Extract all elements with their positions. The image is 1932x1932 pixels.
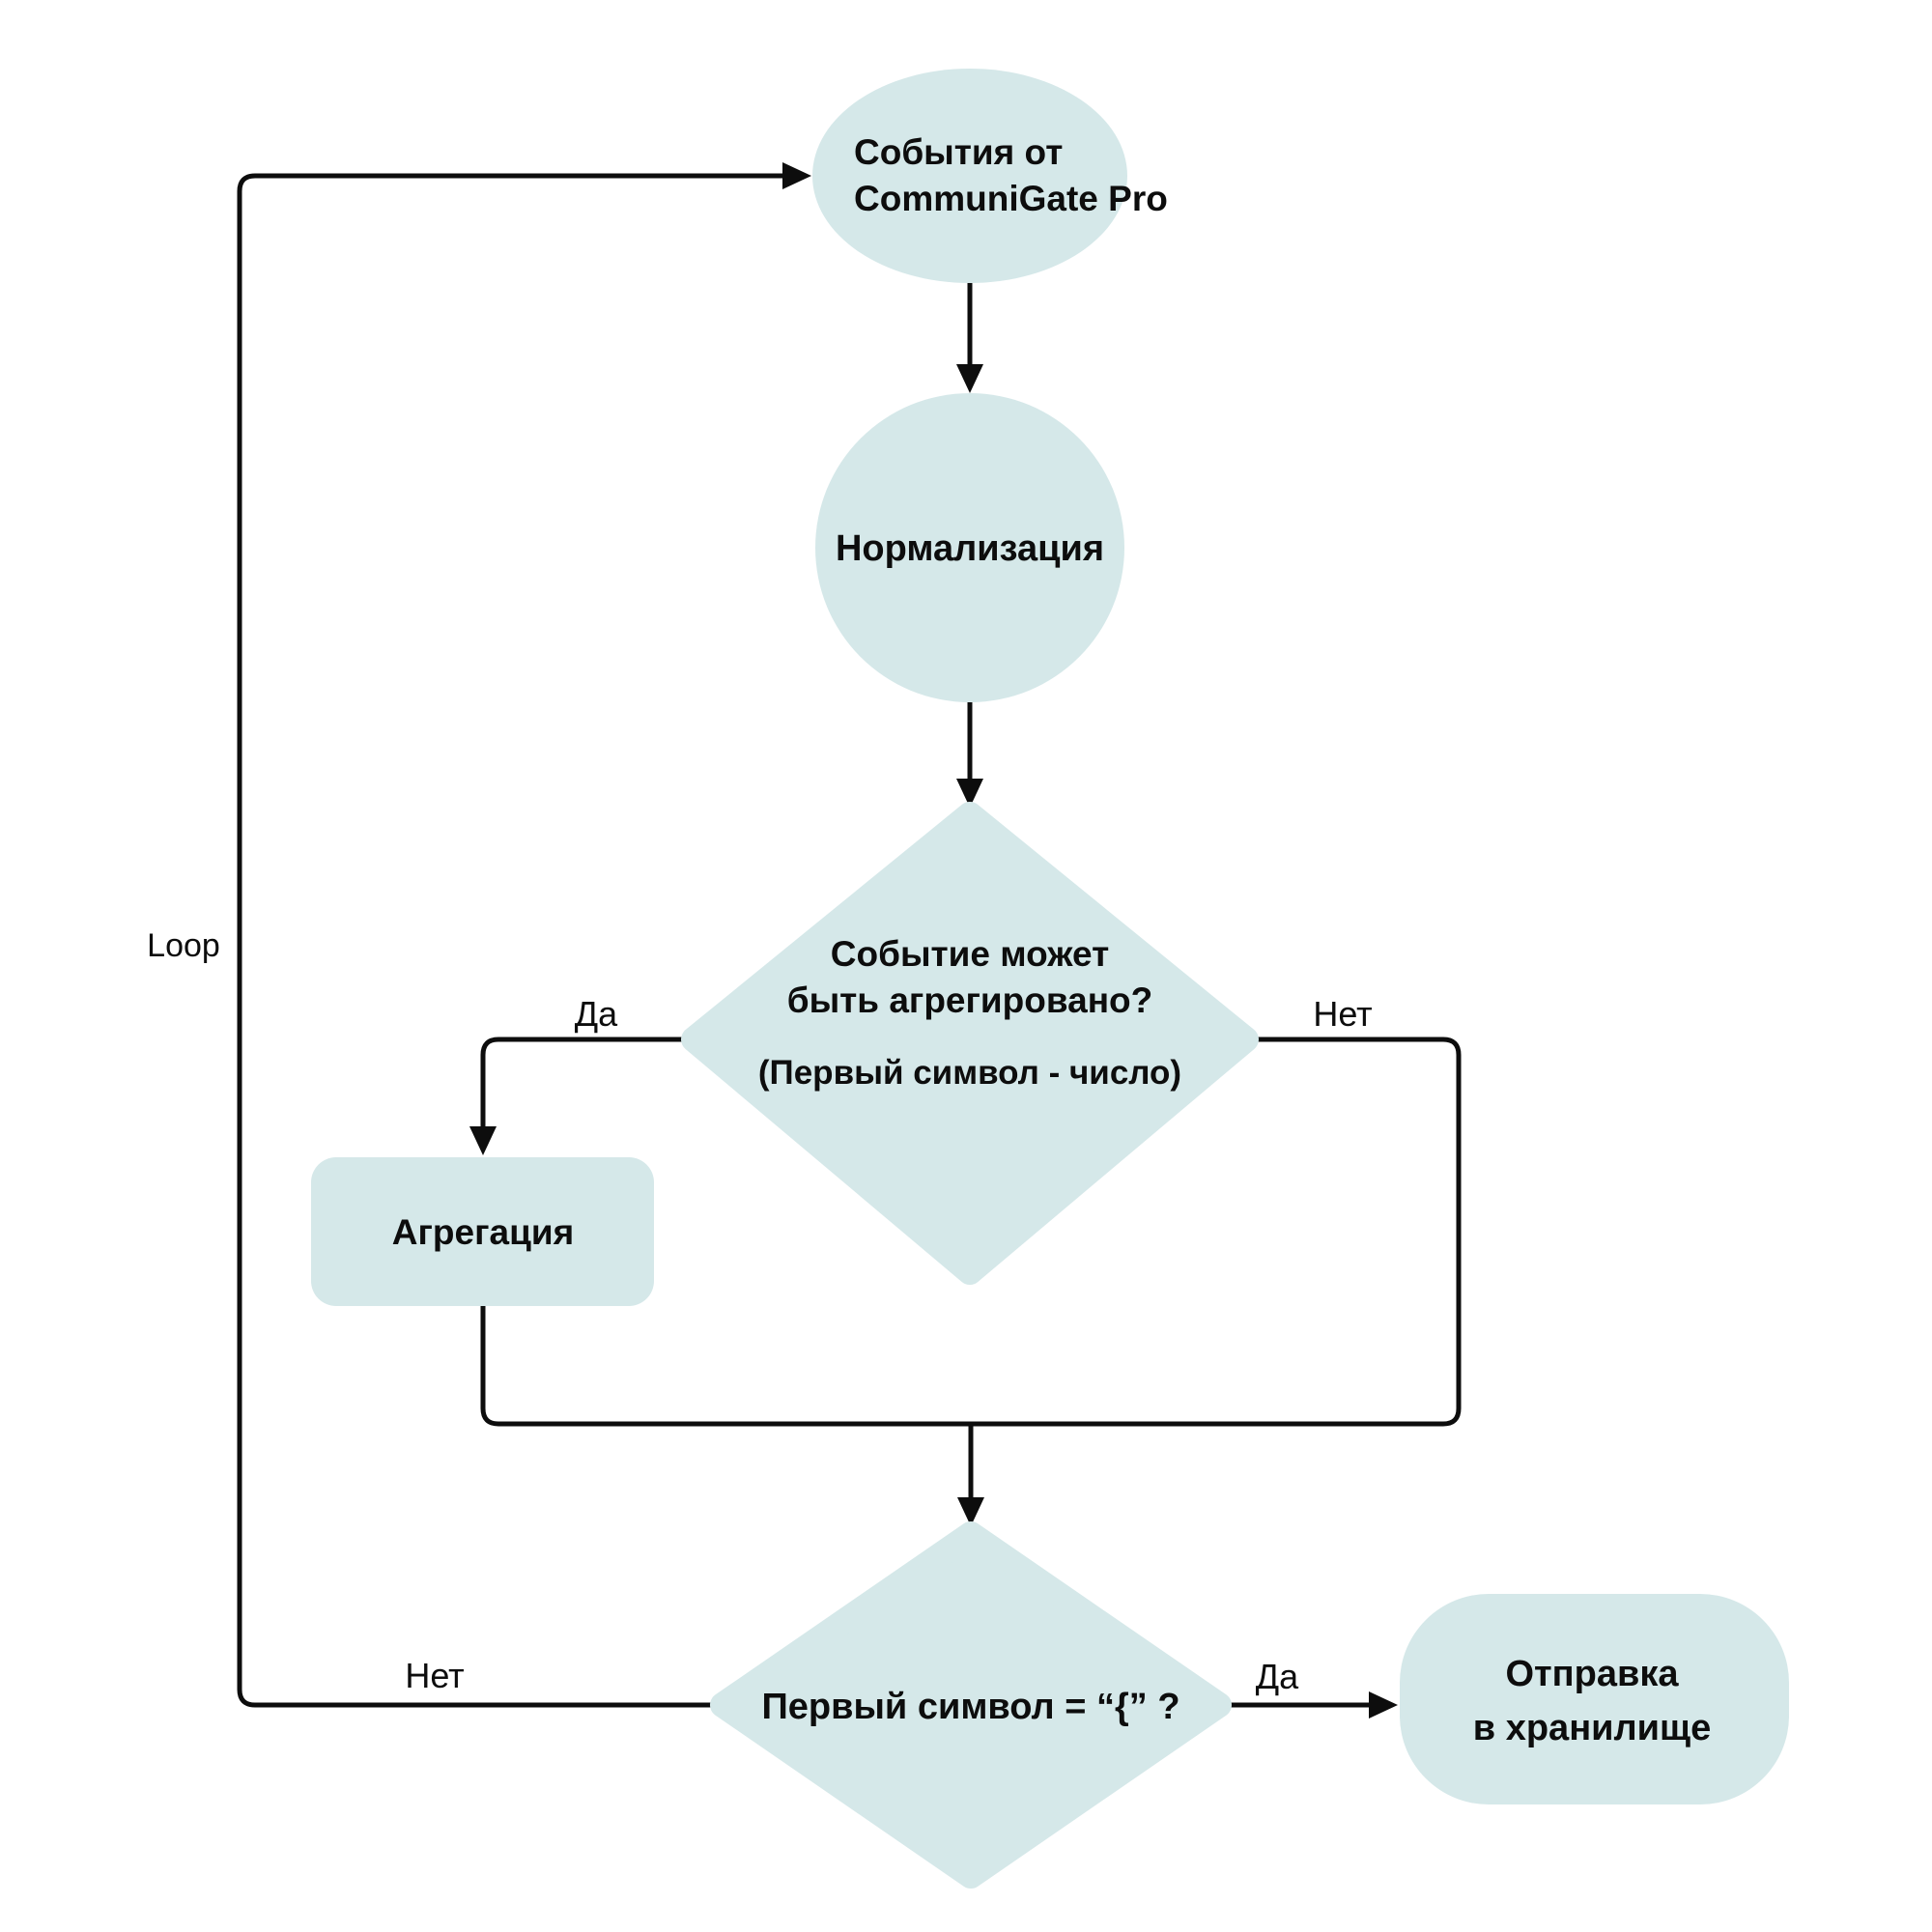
- storage-node-label-line2: в хранилище: [1473, 1708, 1711, 1748]
- edge-loop-back-to-start: [237, 173, 784, 1708]
- storage-node-pill: [1400, 1594, 1789, 1804]
- edge-label-yes-storage: Да: [1256, 1657, 1299, 1696]
- first-char-decision-diamond: [710, 1521, 1232, 1889]
- start-node-label-line2: CommuniGate Pro: [854, 179, 1168, 218]
- aggregation-node-rect: [311, 1157, 654, 1306]
- edge-label-loop: Loop: [147, 927, 220, 964]
- arrowhead-into-aggregation: [469, 1126, 497, 1155]
- arrowhead-into-storage: [1369, 1691, 1398, 1719]
- storage-node-label-line1: Отправка: [1506, 1654, 1680, 1694]
- arrowhead-into-first-char-decision: [957, 1497, 984, 1526]
- start-node-ellipse: [812, 69, 1127, 283]
- aggregate-decision-diamond: [681, 802, 1259, 1285]
- aggregate-decision-label-line2: быть агрегировано?: [787, 980, 1153, 1020]
- normalization-node-circle: [815, 393, 1124, 702]
- edge-label-no-aggregate: Нет: [1313, 994, 1372, 1034]
- normalization-node-label: Нормализация: [836, 528, 1104, 569]
- arrowhead-into-aggregate-decision: [956, 779, 983, 808]
- edge-label-no-loop: Нет: [405, 1656, 464, 1695]
- start-node-label-line1: События от: [854, 132, 1063, 172]
- aggregate-decision-label-line1: Событие может: [831, 934, 1109, 974]
- arrowhead-loop-into-start: [782, 162, 811, 189]
- aggregate-decision-label-line3: (Первый символ - число): [758, 1054, 1181, 1092]
- first-char-decision-label: Первый символ = “{” ?: [761, 1687, 1179, 1727]
- edge-no-merge-bar: [480, 1037, 1462, 1427]
- aggregation-node-label: Агрегация: [392, 1212, 574, 1252]
- edge-yes-to-aggregation: [480, 1037, 688, 1128]
- edge-label-yes-aggregate: Да: [575, 994, 618, 1034]
- arrowhead-into-normalization: [956, 364, 983, 393]
